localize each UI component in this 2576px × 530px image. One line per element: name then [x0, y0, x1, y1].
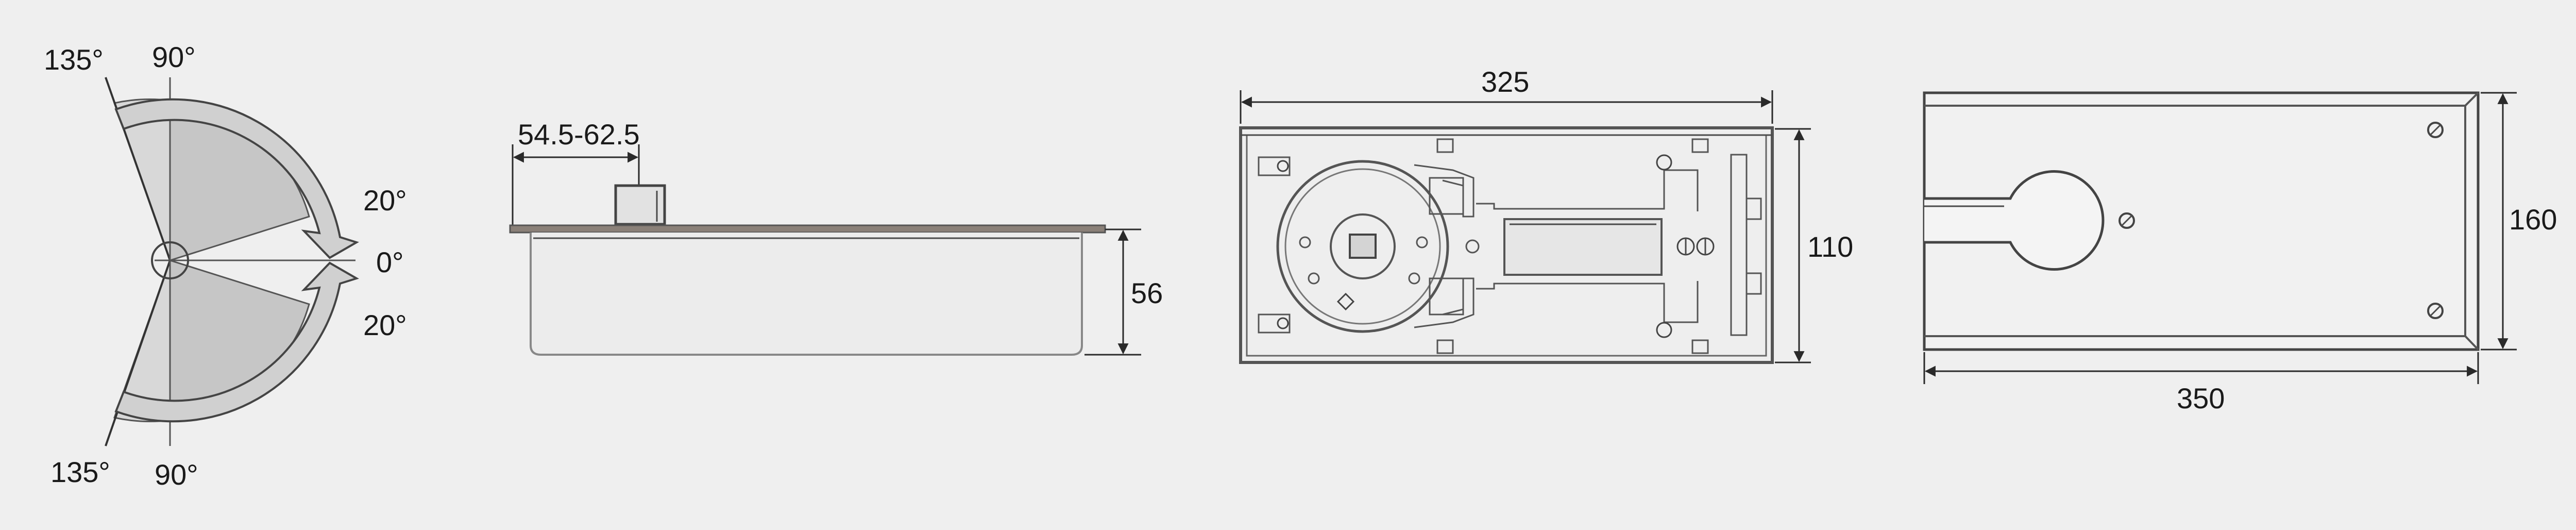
gear-hole-3	[1308, 272, 1320, 285]
main-gear-inner	[1330, 213, 1396, 279]
gear-hole-4	[1408, 272, 1420, 285]
keyhole-slot	[1924, 170, 2105, 271]
label-135-top: 135°	[44, 43, 104, 76]
label-0: 0°	[376, 246, 404, 278]
cover-plate-bevel	[1924, 92, 2479, 351]
line-135-top	[105, 77, 171, 261]
end-knob-lower	[1745, 272, 1762, 295]
tab-top-1	[1436, 138, 1454, 153]
adjuster-top	[1656, 154, 1672, 171]
corner-screw-top-left	[1258, 156, 1291, 176]
bracket-lower	[1429, 277, 1464, 316]
main-gear-mid	[1284, 168, 1441, 325]
tab-bottom-1	[1436, 339, 1454, 354]
dim-adjust-range: 54.5-62.5	[518, 118, 640, 151]
swing-arrow-lower	[114, 261, 359, 423]
swing-arrow-upper	[114, 98, 359, 259]
label-90-top: 90°	[152, 41, 196, 73]
cover-screw-top	[2427, 122, 2444, 138]
side-top-plate	[509, 224, 1106, 234]
bracket-upper	[1429, 177, 1464, 215]
end-knob-upper	[1745, 197, 1762, 220]
cover-screw-middle	[2119, 212, 2135, 229]
cover-screw-bottom-slot	[2429, 305, 2442, 317]
cover-screw-bottom	[2427, 303, 2444, 319]
pivot-circle	[151, 241, 189, 279]
dim-cover-depth-value: 160	[2509, 203, 2557, 236]
tab-top-2	[1691, 138, 1709, 153]
dim-height-value: 56	[1131, 277, 1163, 309]
housing-screw-mid	[1465, 239, 1480, 254]
label-90-bottom: 90°	[155, 458, 198, 491]
dim-width-value: 325	[1481, 65, 1529, 98]
cover-screw-top-slot	[2429, 124, 2442, 136]
spring-cylinder-lower	[1476, 281, 1699, 323]
label-20-upper: 20°	[363, 184, 407, 217]
corner-screw-bottom-left	[1258, 313, 1291, 334]
dim-depth-value: 110	[1807, 230, 1853, 263]
gear-hole-2	[1416, 236, 1428, 249]
central-window	[1503, 218, 1663, 276]
side-view: 54.5-62.5 56	[509, 118, 1163, 356]
tab-bottom-2	[1691, 339, 1709, 354]
swing-angle-diagram: 135° 90° 20° 0° 20° 135° 90°	[44, 41, 407, 491]
spindle-square	[1349, 234, 1377, 259]
top-view: 325	[1239, 65, 1853, 364]
side-body	[530, 233, 1083, 356]
main-gear-outer	[1276, 160, 1449, 333]
adjuster-bottom	[1656, 322, 1672, 338]
screw-tl	[1277, 160, 1289, 172]
end-plate	[1730, 154, 1748, 336]
dim-cover-width-value: 350	[2177, 382, 2225, 415]
label-20-lower: 20°	[363, 309, 407, 341]
cover-plate-view: 160 350	[1923, 91, 2557, 415]
gear-hole-1	[1299, 236, 1311, 249]
cover-screw-middle-slot	[2121, 214, 2133, 227]
spring-cylinder-upper	[1476, 169, 1699, 211]
label-135-bottom: 135°	[50, 456, 110, 488]
line-135-bottom	[105, 260, 171, 446]
screw-bl	[1277, 317, 1289, 329]
spindle-diamond	[1336, 292, 1355, 311]
